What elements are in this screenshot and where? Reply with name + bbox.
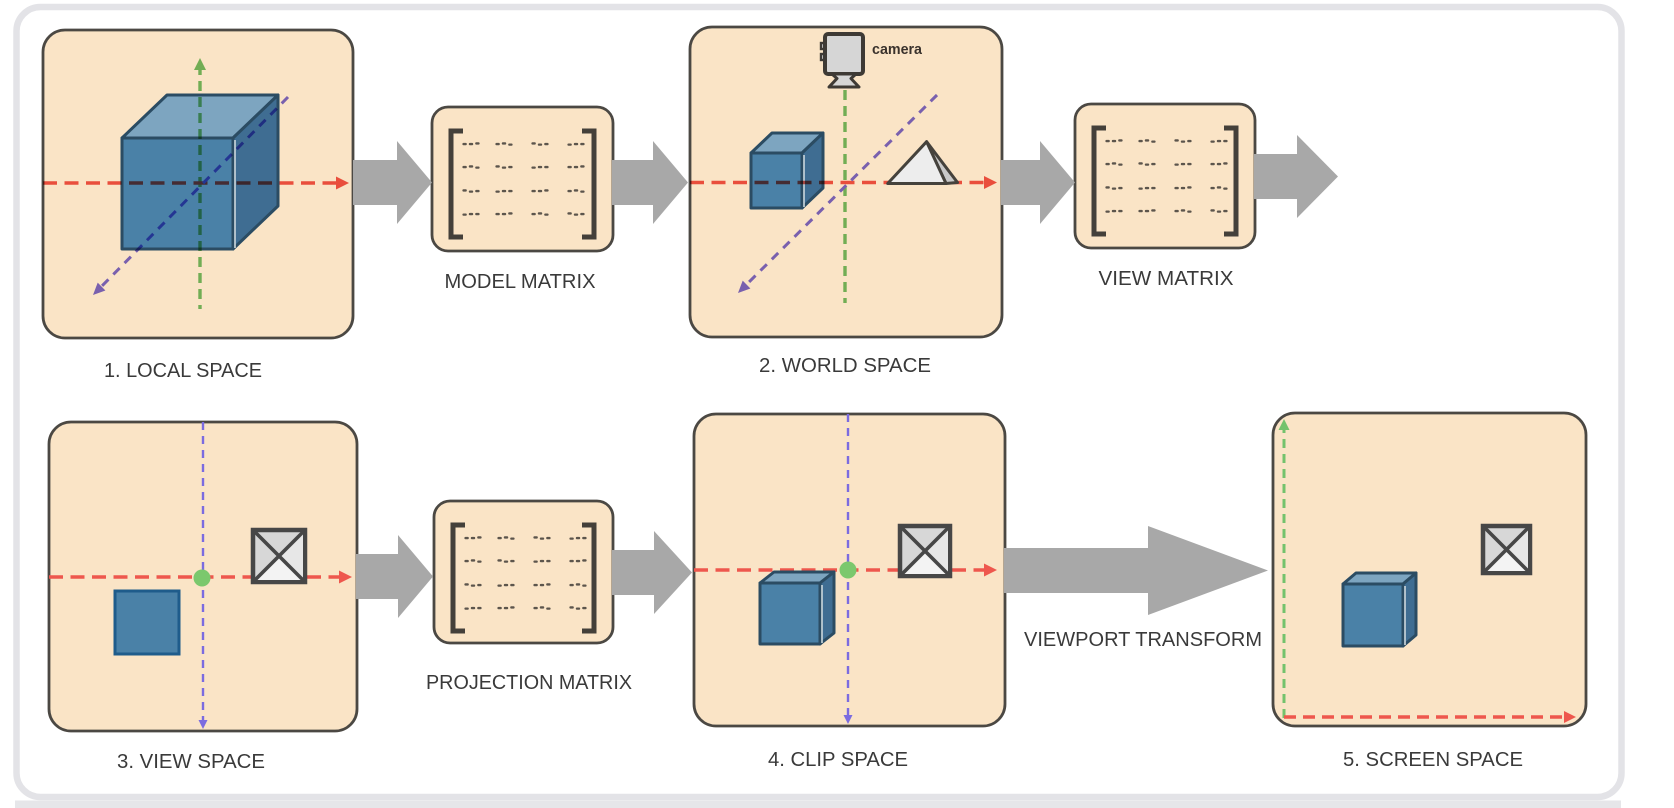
svg-text:4. CLIP SPACE: 4. CLIP SPACE (768, 749, 908, 771)
svg-text:1. LOCAL SPACE: 1. LOCAL SPACE (104, 360, 262, 382)
svg-text:PROJECTION MATRIX: PROJECTION MATRIX (426, 672, 632, 694)
svg-text:camera: camera (872, 41, 923, 58)
svg-text:2. WORLD SPACE: 2. WORLD SPACE (759, 355, 931, 377)
svg-text:MODEL MATRIX: MODEL MATRIX (445, 271, 596, 293)
svg-text:5. SCREEN SPACE: 5. SCREEN SPACE (1343, 749, 1523, 771)
svg-text:3. VIEW SPACE: 3. VIEW SPACE (117, 751, 265, 773)
svg-text:VIEWPORT TRANSFORM: VIEWPORT TRANSFORM (1024, 629, 1262, 651)
svg-text:VIEW MATRIX: VIEW MATRIX (1099, 268, 1234, 290)
